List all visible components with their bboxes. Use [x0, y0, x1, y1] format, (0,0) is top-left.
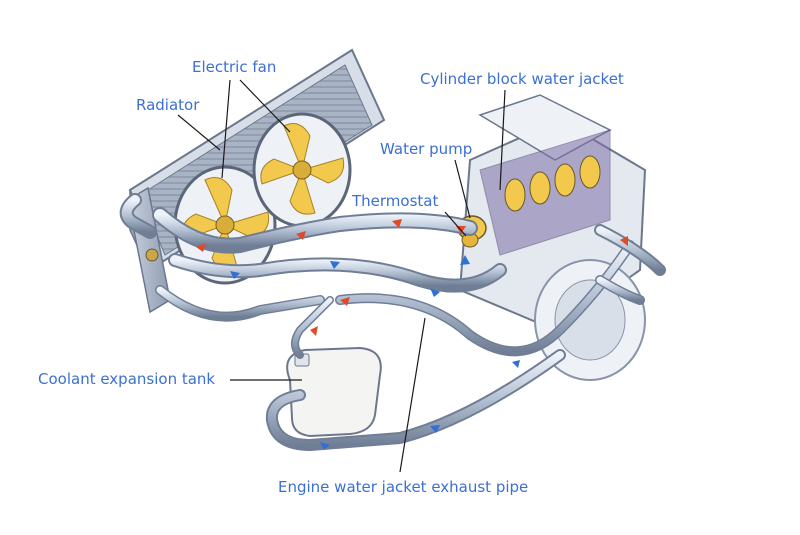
electric-fan-left [173, 165, 277, 285]
electric-fan-right [252, 112, 352, 228]
label-coolant-expansion-tank: Coolant expansion tank [38, 370, 216, 388]
label-cylinder-block-water-jacket: Cylinder block water jacket [420, 70, 624, 88]
cylinder-bores [504, 155, 601, 212]
label-thermostat: Thermostat [352, 192, 439, 210]
label-radiator: Radiator [136, 96, 200, 114]
flow-arrows-cold [230, 255, 520, 450]
label-water-pump: Water pump [380, 140, 473, 158]
label-engine-water-jacket-exhaust-pipe: Engine water jacket exhaust pipe [278, 478, 529, 496]
leader-lines [177, 79, 506, 473]
label-electric-fan: Electric fan [192, 58, 277, 76]
coolant-pipes [119, 193, 666, 451]
